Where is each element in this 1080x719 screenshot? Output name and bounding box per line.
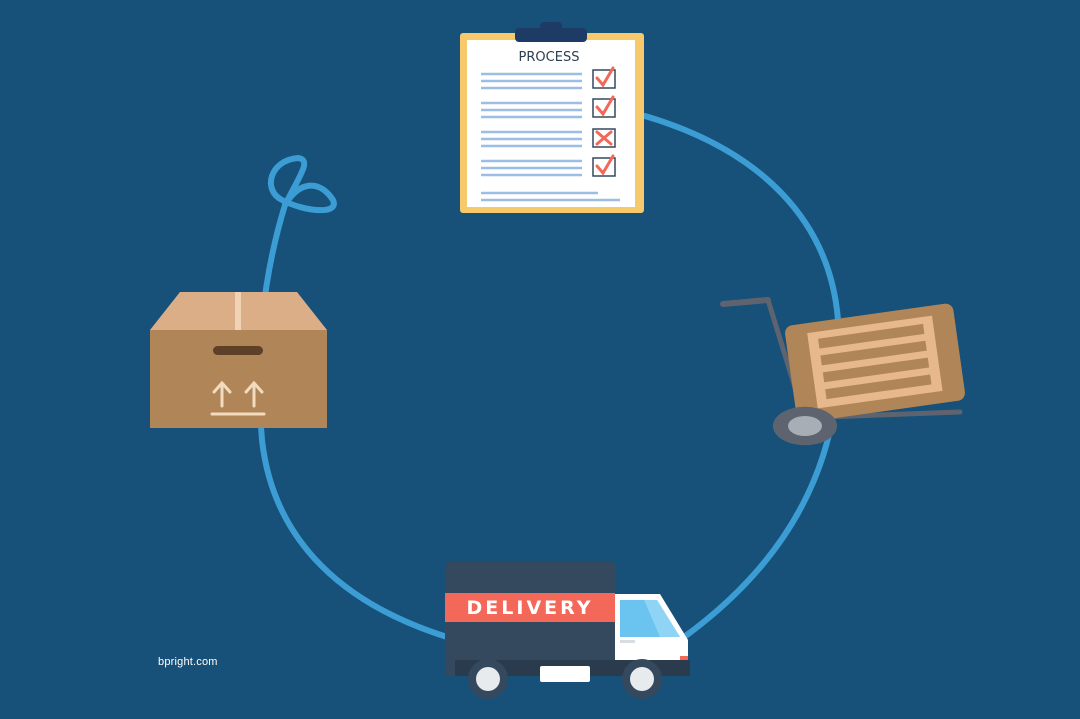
clipboard-clip [515,28,587,42]
checkmark-icon [595,154,615,176]
trolley-crate [807,315,943,409]
checklist-item [592,95,616,118]
clipboard-title: PROCESS [519,50,580,65]
delivery-label: DELIVERY [467,597,594,619]
delivery-truck: DELIVERY [445,562,690,699]
box-handle [213,346,263,355]
truck-bumper [540,666,590,682]
cardboard-box [150,292,327,428]
checkmark-icon [595,66,615,88]
this-side-up-icon [210,380,266,416]
process-clipboard: PROCESS [460,22,644,213]
site-watermark: bpright.com [158,656,218,668]
delivery-banner [445,593,615,622]
checklist-item [592,154,616,177]
checkmark-icon [595,95,615,117]
clipboard-lines [481,72,620,202]
hand-truck-icon [720,297,965,446]
cross-icon [595,130,613,146]
checklist-item [592,66,616,89]
checklist-item [592,128,616,148]
